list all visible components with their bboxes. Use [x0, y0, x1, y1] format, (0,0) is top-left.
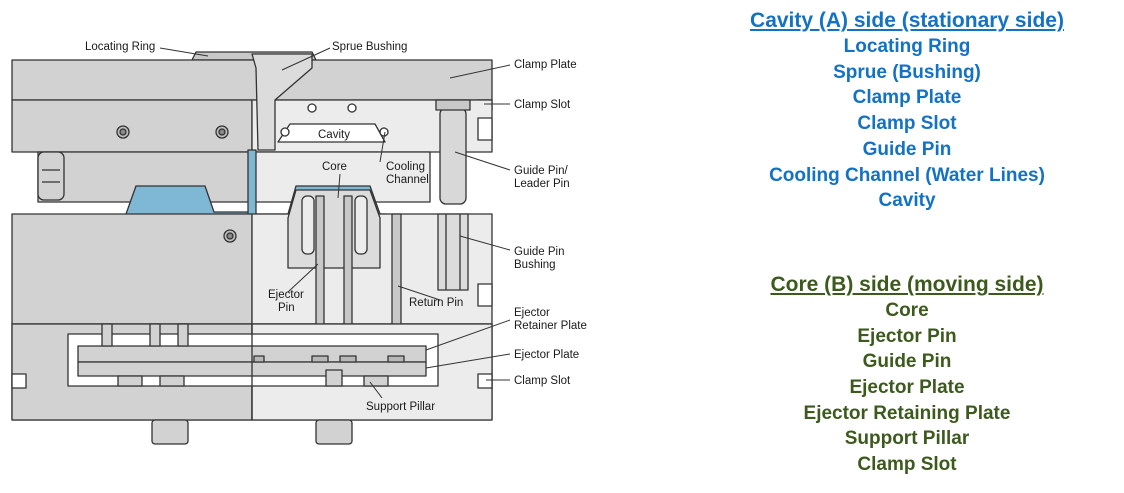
cavity-item: Cavity — [878, 190, 936, 212]
cavity-item: Sprue (Bushing) — [833, 61, 981, 83]
cavity-side-section: Cavity (A) side (stationary side) Locati… — [690, 8, 1124, 214]
label-locating-ring: Locating Ring — [85, 41, 155, 53]
cavity-item: Cooling Channel (Water Lines) — [769, 164, 1045, 186]
label-cooling-line1: Cooling — [386, 161, 425, 173]
label-ejector-plate: Ejector Plate — [514, 349, 579, 361]
a-plate-left-shape — [11, 99, 253, 153]
label-clamp-slot-bottom: Clamp Slot — [514, 375, 571, 387]
left-leader-pin-top — [37, 151, 65, 201]
core-side-section: Core (B) side (moving side) Core Ejector… — [690, 272, 1124, 478]
label-cavity: Cavity — [318, 129, 350, 141]
cavity-item: Clamp Plate — [852, 87, 962, 109]
a-plate-notch-shape — [477, 117, 493, 141]
core-item: Ejector Plate — [849, 377, 965, 399]
knockout-rod-shape — [151, 419, 189, 445]
core-item: Ejector Pin — [857, 325, 957, 347]
cavity-item: Guide Pin — [862, 138, 952, 160]
core-item: Core — [885, 299, 929, 321]
core-item: Support Pillar — [844, 428, 970, 450]
cavity-side-heading: Cavity (A) side (stationary side) — [750, 9, 1064, 32]
support-pillar-shape — [117, 375, 143, 387]
label-retainer-line1: Ejector — [514, 307, 550, 319]
guide-pin-bushing-shape — [437, 213, 469, 291]
legend-panel: Cavity (A) side (stationary side) Locati… — [690, 8, 1124, 478]
label-cooling-line2: Channel — [386, 174, 429, 186]
sprue-shape — [247, 149, 257, 217]
core-item: Clamp Slot — [857, 454, 957, 476]
label-guide-bushing-line1: Guide Pin — [514, 246, 565, 258]
label-sprue-bushing: Sprue Bushing — [332, 41, 407, 53]
label-ejector-pin-line2: Pin — [278, 302, 295, 314]
label-guide-pin-line2: Leader Pin — [514, 178, 570, 190]
cavity-item: Clamp Slot — [857, 113, 957, 135]
label-return-pin: Return Pin — [409, 297, 463, 309]
guide-leader-pin-shape — [439, 107, 467, 205]
label-clamp-slot-top: Clamp Slot — [514, 99, 571, 111]
b-plate-left-shape — [11, 213, 253, 325]
top-clamp-plate-shape — [11, 59, 493, 101]
label-core: Core — [322, 161, 347, 173]
mold-diagram: Locating Ring Sprue Bushing Clamp Plate … — [11, 41, 587, 445]
label-guide-bushing-line2: Bushing — [514, 259, 556, 271]
a-plate-left-lower-shape — [37, 151, 253, 203]
core-item: Guide Pin — [862, 351, 952, 373]
label-ejector-pin-line1: Ejector — [268, 289, 304, 301]
cavity-item: Locating Ring — [843, 36, 971, 57]
core-side-heading: Core (B) side (moving side) — [770, 272, 1044, 296]
label-retainer-line2: Retainer Plate — [514, 320, 587, 332]
label-support-pillar: Support Pillar — [366, 401, 435, 413]
bottom-clamp-slot-shape — [477, 373, 493, 389]
core-item: Ejector Retaining Plate — [803, 402, 1011, 424]
label-clamp-plate: Clamp Plate — [514, 59, 577, 71]
cooling-hole-shape — [307, 103, 317, 113]
label-guide-pin-line1: Guide Pin/ — [514, 165, 569, 177]
